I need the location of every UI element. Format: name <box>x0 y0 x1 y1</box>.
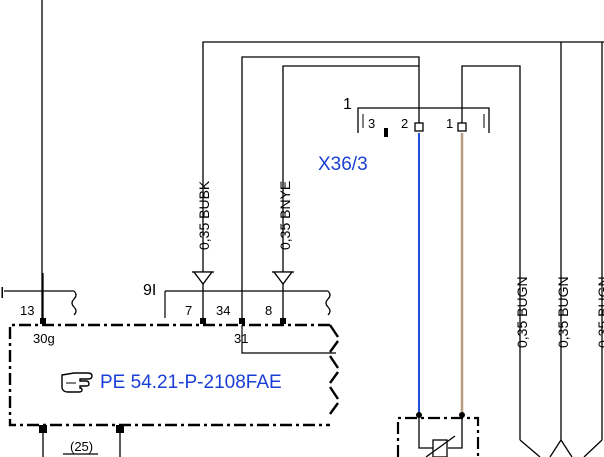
connector-x36-3: 1 3 2 1 X36/3 <box>318 96 490 175</box>
wire-label-bubk: 0,35 BUBK <box>196 180 212 250</box>
module-9i-ref: 9I <box>143 282 156 299</box>
module-9i-pin-7: 7 <box>185 303 192 318</box>
top-wire-routing <box>41 0 604 440</box>
ground-triangle-icon <box>192 271 214 318</box>
reference-text: PE 54.21-P-2108FAE <box>100 372 282 393</box>
connector-designation: X36/3 <box>318 154 368 175</box>
wire-label-bnye: 0,35 BNYE <box>277 181 293 250</box>
connector-ref-number: 1 <box>343 96 352 113</box>
harness-join <box>519 439 603 457</box>
module-9i-pin-8: 8 <box>265 303 272 318</box>
ground-return-line <box>241 325 336 354</box>
connector-pin-3: 3 <box>368 116 375 131</box>
module-i: I 13 30g <box>0 285 77 346</box>
housing-break <box>329 324 339 415</box>
ground-triangle-icon <box>272 271 294 318</box>
connector-pin-1: 1 <box>446 116 453 131</box>
wire-label-bugn-1: 0,35 BUGN <box>514 276 530 348</box>
module-9i: 9I 7 34 8 31 <box>143 282 331 346</box>
module-9i-pin-34: 34 <box>216 303 230 318</box>
module-9i-pin-31: 31 <box>234 331 248 346</box>
bottom-label: (25) <box>70 439 93 454</box>
wire-label-bugn-2: 0,35 BUGN <box>555 276 571 348</box>
module-i-ref: I <box>0 285 4 302</box>
wire-label-bugn-3: 0,35 BUGN <box>595 276 604 348</box>
sensor-component <box>396 412 480 457</box>
pointing-hand-icon <box>61 372 93 393</box>
component-housing <box>8 323 330 427</box>
module-i-pin-13: 13 <box>20 303 34 318</box>
module-i-pin-30g: 30g <box>33 331 55 346</box>
connector-pin-2: 2 <box>401 116 408 131</box>
